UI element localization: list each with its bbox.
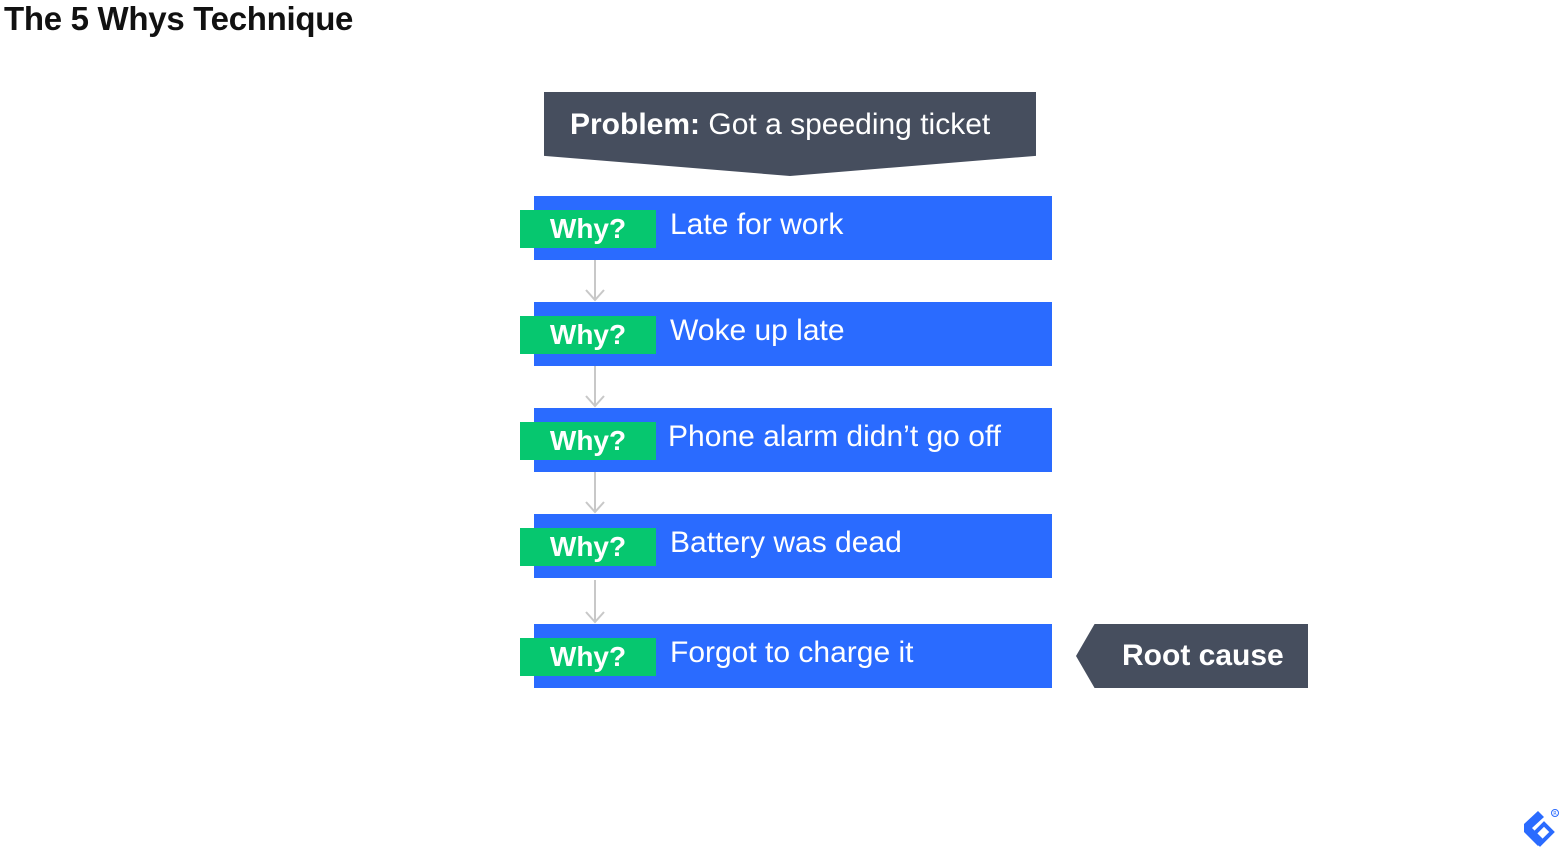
arrow-down-icon: [585, 472, 605, 514]
why-row-3: Why? Phone alarm didn’t go off: [520, 408, 1052, 472]
problem-text: Got a speeding ticket: [708, 108, 991, 141]
arrow-down-icon: [585, 366, 605, 408]
brand-logo-icon: R: [1524, 809, 1559, 847]
arrow-down-icon: [585, 260, 605, 302]
why-badge: Why?: [520, 316, 656, 354]
problem-label: Problem:: [570, 108, 701, 141]
why-answer: Woke up late: [670, 314, 845, 347]
arrow-down-icon: [585, 580, 605, 624]
why-row-4: Why? Battery was dead: [520, 514, 1052, 578]
root-cause-label: Root cause: [1122, 639, 1284, 672]
why-row-1: Why? Late for work: [520, 196, 1052, 260]
problem-statement: Problem: Got a speeding ticket: [570, 108, 990, 142]
why-answer: Late for work: [670, 208, 844, 241]
why-badge: Why?: [520, 210, 656, 248]
why-answer: Forgot to charge it: [670, 636, 914, 669]
page-title: The 5 Whys Technique: [4, 0, 354, 37]
why-row-2: Why? Woke up late: [520, 302, 1052, 366]
why-badge: Why?: [520, 638, 656, 676]
why-row-5: Why? Forgot to charge it: [520, 624, 1052, 688]
why-badge: Why?: [520, 528, 656, 566]
why-answer: Battery was dead: [670, 526, 902, 559]
why-badge: Why?: [520, 422, 656, 460]
root-cause-tag: Root cause: [1076, 624, 1308, 688]
why-answer: Phone alarm didn’t go off: [668, 420, 1002, 453]
problem-box: Problem: Got a speeding ticket: [544, 92, 1036, 176]
svg-text:R: R: [1553, 811, 1557, 817]
